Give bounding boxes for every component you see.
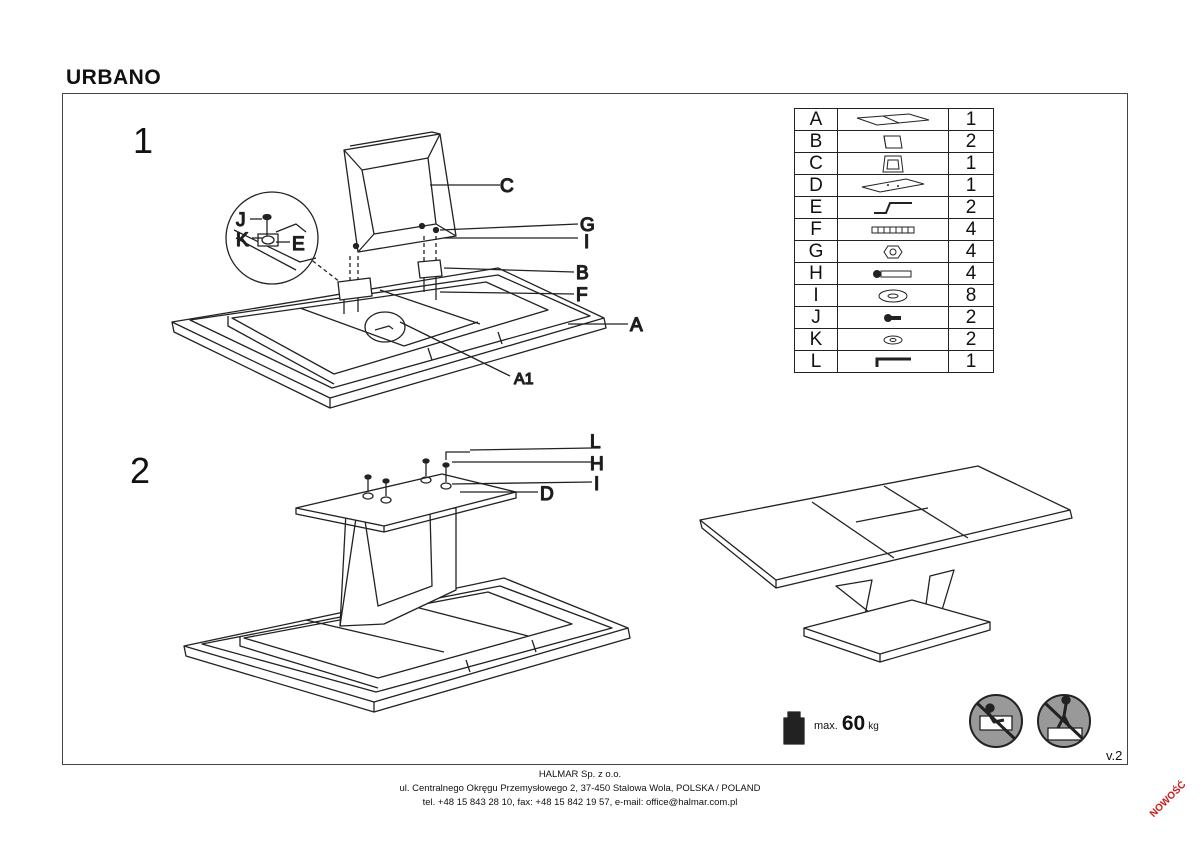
nut-icon: [837, 240, 949, 263]
step1-leg-frame: [343, 131, 457, 253]
page-title: URBANO: [66, 66, 162, 89]
part-quantity: 4: [948, 240, 994, 263]
footer: HALMAR Sp. z o.o. ul. Centralnego Okręgu…: [0, 768, 1160, 810]
part-quantity: 4: [948, 218, 994, 241]
step2-bolts: [362, 451, 470, 504]
max-load-prefix: max.: [814, 720, 838, 732]
part-letter: G: [794, 240, 838, 263]
no-sitting-icon: [969, 694, 1023, 748]
detail-circle: [225, 191, 319, 285]
part-letter: A: [794, 108, 838, 131]
screw-icon: [837, 306, 949, 329]
max-load: max. 60 kg: [808, 712, 879, 736]
instruction-frame: [62, 93, 1128, 765]
part-quantity: 1: [948, 174, 994, 197]
small-washer-icon: [837, 328, 949, 351]
callout-J: J: [236, 210, 246, 231]
callout-F: F: [576, 285, 588, 306]
callout-D: D: [540, 484, 554, 505]
callout-E: E: [292, 234, 305, 255]
table-top-icon: [837, 108, 949, 131]
part-letter: B: [794, 130, 838, 153]
footer-contact: tel. +48 15 843 28 10, fax: +48 15 842 1…: [422, 797, 738, 808]
weight-icon: [783, 711, 805, 745]
callout-L: L: [590, 432, 601, 453]
no-standing-icon: [1037, 694, 1091, 748]
bolt-icon: [837, 262, 949, 285]
part-quantity: 2: [948, 196, 994, 219]
footer-address: ul. Centralnego Okręgu Przemysłowego 2, …: [399, 783, 761, 794]
part-quantity: 8: [948, 284, 994, 307]
callout-K: K: [236, 230, 249, 251]
allen-key-icon: [837, 350, 949, 373]
part-letter: F: [794, 218, 838, 241]
step1-leaders: [250, 184, 628, 377]
part-quantity: 2: [948, 328, 994, 351]
callout-B: B: [576, 263, 589, 284]
max-load-unit: kg: [868, 721, 879, 732]
part-letter: E: [794, 196, 838, 219]
part-quantity: 2: [948, 306, 994, 329]
part-quantity: 4: [948, 262, 994, 285]
max-load-value: 60: [841, 712, 866, 735]
step2-leaders: [451, 447, 593, 493]
step2-table-top: [183, 577, 631, 713]
callout-I-step1: I: [584, 232, 589, 253]
step1-bolts: [352, 222, 440, 250]
callout-A1: A1: [514, 371, 534, 388]
step-1-number: 1: [133, 120, 154, 161]
step1-table-top: [171, 267, 607, 409]
step1-blocks: [337, 259, 443, 314]
washer-icon: [837, 284, 949, 307]
threaded-rod-icon: [837, 218, 949, 241]
callout-I-step2: I: [594, 474, 599, 495]
part-letter: J: [794, 306, 838, 329]
block-icon: [837, 130, 949, 153]
plate-icon: [837, 174, 949, 197]
version-label: v.2: [1106, 748, 1123, 763]
part-quantity: 1: [948, 350, 994, 373]
callout-C: C: [500, 176, 514, 197]
bracket-icon: [837, 196, 949, 219]
footer-company: HALMAR Sp. z o.o.: [538, 769, 622, 780]
part-quantity: 1: [948, 108, 994, 131]
callout-A: A: [630, 315, 643, 336]
part-letter: K: [794, 328, 838, 351]
part-quantity: 1: [948, 152, 994, 175]
finished-table: [699, 465, 1073, 663]
step-2-number: 2: [130, 450, 151, 491]
part-letter: D: [794, 174, 838, 197]
leg-frame-icon: [837, 152, 949, 175]
callout-G: G: [580, 215, 595, 236]
part-letter: I: [794, 284, 838, 307]
part-quantity: 2: [948, 130, 994, 153]
part-letter: L: [794, 350, 838, 373]
part-letter: H: [794, 262, 838, 285]
part-letter: C: [794, 152, 838, 175]
callout-H: H: [590, 454, 604, 475]
